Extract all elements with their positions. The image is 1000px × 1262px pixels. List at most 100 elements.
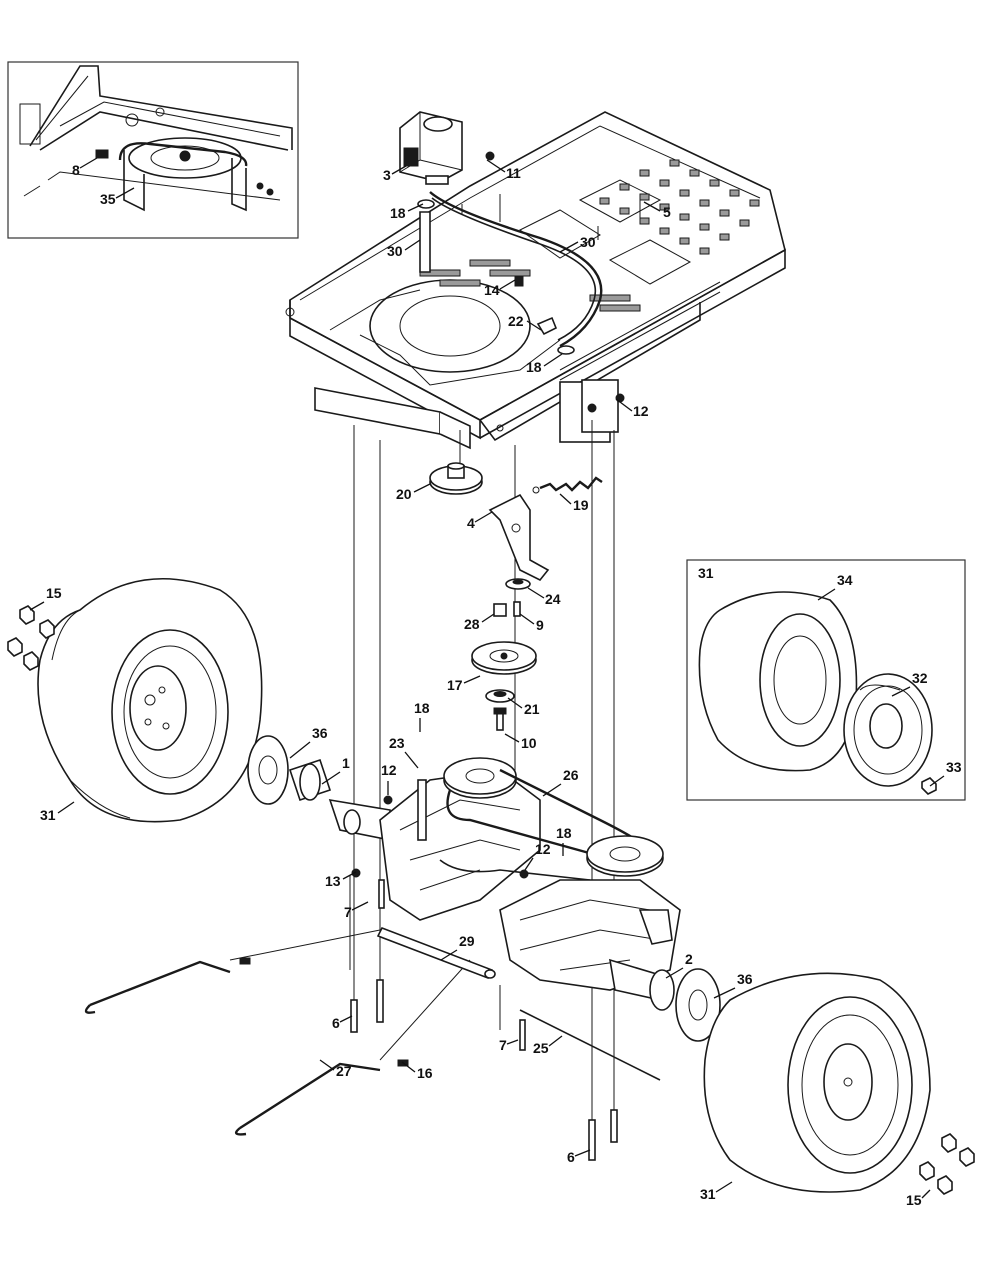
part-number-label: 7 (499, 1037, 507, 1053)
right-tire (703, 972, 931, 1193)
callout-leader-line (321, 771, 341, 785)
part-number-label: 1 (342, 755, 350, 771)
callout-leader-line (524, 857, 534, 871)
callout-leader-line (504, 733, 520, 743)
callout-leader-line (574, 1149, 591, 1157)
callout-leader-line (713, 987, 736, 999)
callout-leader-line (665, 967, 684, 979)
callout-leader-line (463, 675, 481, 684)
callout-6: 6 (567, 1149, 591, 1165)
callout-leader-line (319, 1059, 335, 1071)
fuel-tank (399, 111, 463, 185)
inset-detail-top-left (7, 61, 299, 239)
callout-leader-line (404, 239, 421, 251)
callout-leader-line (715, 1181, 733, 1193)
callout-leader-line (921, 1189, 931, 1199)
part-number-label: 12 (381, 762, 397, 778)
part-number-label: 34 (837, 572, 853, 588)
left-transaxle (379, 757, 541, 921)
part-number-label: 22 (508, 313, 524, 329)
callout-14: 14 (484, 279, 516, 298)
callout-leader-line (29, 601, 45, 611)
rods-and-bolts (84, 795, 661, 1161)
callout-3: 3 (383, 165, 407, 183)
callout-9: 9 (519, 613, 544, 633)
callout-leader-line (474, 511, 493, 523)
callout-34: 34 (817, 572, 853, 601)
part-number-label: 33 (946, 759, 962, 775)
callout-leader-line (339, 1015, 353, 1023)
callout-1: 1 (321, 755, 350, 785)
callout-leader-line (615, 398, 633, 412)
right-lug-nuts (919, 1133, 975, 1195)
part-number-label: 30 (580, 234, 596, 250)
callout-leader-line (115, 187, 135, 199)
callout-31: 31 (698, 565, 714, 581)
callout-leader-line (817, 588, 836, 601)
part-number-label: 27 (336, 1063, 352, 1079)
part-number-label: 15 (46, 585, 62, 601)
callout-22: 22 (508, 313, 542, 331)
callout-28: 28 (464, 613, 495, 632)
callout-8: 8 (72, 157, 98, 178)
part-number-label: 11 (506, 165, 521, 181)
callout-leader-line (559, 241, 579, 253)
part-number-label: 7 (344, 904, 352, 920)
part-number-label: 9 (536, 617, 544, 633)
part-number-label: 31 (700, 1186, 716, 1202)
callout-leader-line (413, 483, 431, 493)
callout-24: 24 (527, 587, 561, 607)
callout-21: 21 (507, 697, 540, 717)
callout-leader-line (643, 201, 661, 212)
part-number-label: 13 (325, 873, 341, 889)
inset-detail-wheel (686, 559, 966, 801)
part-number-label: 16 (417, 1065, 433, 1081)
callout-36: 36 (289, 725, 328, 759)
part-number-label: 18 (526, 359, 542, 375)
right-transaxle (499, 835, 681, 991)
callout-leader-line (342, 871, 357, 880)
right-hub-and-axle (608, 958, 721, 1042)
callout-27: 27 (319, 1059, 352, 1079)
callout-leader-line (519, 613, 535, 625)
callout-13: 13 (325, 871, 357, 889)
part-number-label: 18 (390, 205, 406, 221)
callout-leader-line (526, 320, 542, 331)
callout-17: 17 (447, 675, 481, 693)
callout-31: 31 (700, 1181, 733, 1202)
part-number-label: 26 (563, 767, 579, 783)
callout-11: 11 (486, 159, 521, 181)
callout-18: 18 (414, 700, 430, 732)
part-number-label: 36 (737, 971, 753, 987)
guide-lines (229, 420, 615, 1140)
part-number-label: 36 (312, 725, 328, 741)
callout-36: 36 (713, 971, 753, 999)
callout-10: 10 (504, 733, 537, 751)
callout-16: 16 (401, 1061, 433, 1081)
callout-12: 12 (524, 841, 551, 871)
callout-leader-line (351, 901, 369, 911)
callout-leader-line (542, 783, 562, 797)
part-number-label: 31 (698, 565, 714, 581)
part-number-label: 20 (396, 486, 412, 502)
callout-35: 35 (100, 187, 135, 207)
part-number-label: 12 (633, 403, 649, 419)
left-tire (37, 577, 263, 823)
callout-2: 2 (665, 951, 693, 979)
callout-15: 15 (29, 585, 62, 611)
part-number-label: 28 (464, 616, 480, 632)
callout-25: 25 (533, 1035, 563, 1056)
callout-leader-line (486, 159, 506, 173)
callout-15: 15 (906, 1189, 931, 1208)
part-number-label: 21 (524, 701, 540, 717)
part-number-label: 4 (467, 515, 475, 531)
callout-12: 12 (615, 398, 649, 419)
part-number-label: 25 (533, 1040, 549, 1056)
left-lug-nuts (7, 605, 55, 671)
callout-leader-line (559, 493, 572, 505)
left-hub-and-axle (247, 735, 391, 841)
callout-leader-line (507, 697, 523, 709)
part-number-label: 29 (459, 933, 475, 949)
callout-23: 23 (389, 735, 419, 769)
